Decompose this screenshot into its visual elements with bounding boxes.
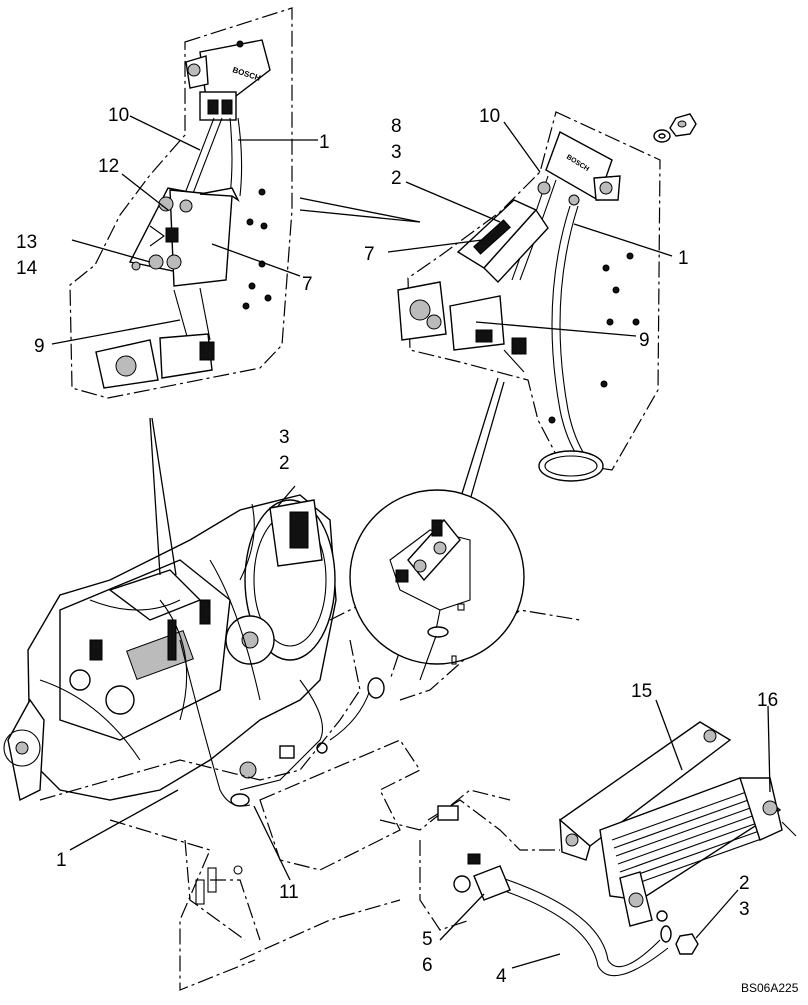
callout-labels: 10 1 12 13 14 7 9 8 3 2 10 7 1 9 3 2 15 … (16, 105, 778, 987)
callout-10-left: 10 (108, 105, 129, 126)
oil-cooler-assembly (419, 721, 797, 977)
callout-14: 14 (16, 258, 38, 279)
engine-transmission-assembly (3, 494, 385, 807)
manifold-block-left (128, 187, 240, 287)
callout-12: 12 (98, 156, 119, 177)
callout-3-upper: 3 (391, 142, 402, 163)
detail-left-sensor-assembly: BOSCH (69, 7, 293, 399)
callout-8: 8 (391, 116, 402, 137)
callout-9-left: 9 (34, 336, 45, 357)
cooler-fins (611, 789, 765, 889)
callout-9-right: 9 (639, 330, 650, 351)
callout-1-lower: 1 (56, 850, 67, 871)
callout-13: 13 (16, 232, 37, 253)
callout-3-lower: 3 (739, 899, 750, 920)
callout-3-middle: 3 (279, 427, 290, 448)
callout-4: 4 (496, 966, 507, 987)
drawing-code: BS06A225 (741, 981, 799, 995)
bosch-sensor-left: BOSCH (185, 39, 271, 121)
callout-7-left: 7 (302, 274, 313, 295)
callout-2-lower: 2 (739, 873, 750, 894)
callout-1-right: 1 (678, 248, 689, 269)
callout-7-right: 7 (364, 244, 375, 265)
callout-5: 5 (422, 929, 433, 950)
fitting-right (397, 281, 527, 373)
detail-right-sensor-assembly: BOSCH (397, 111, 697, 482)
callout-10-right: 10 (479, 106, 500, 127)
nut-washer-top (653, 113, 697, 143)
callout-1-left: 1 (319, 132, 330, 153)
callout-6: 6 (422, 955, 433, 976)
detail-inset-circle (349, 489, 525, 681)
leader-lines (51, 115, 771, 969)
fitting-left (95, 333, 215, 389)
callout-16: 16 (757, 690, 778, 711)
callout-11: 11 (279, 882, 299, 903)
callout-2-middle: 2 (279, 453, 290, 474)
callout-15: 15 (631, 681, 652, 702)
bosch-sensor-right: BOSCH (545, 131, 621, 206)
callout-2-upper: 2 (391, 168, 402, 189)
manifold-block-right (456, 181, 551, 284)
